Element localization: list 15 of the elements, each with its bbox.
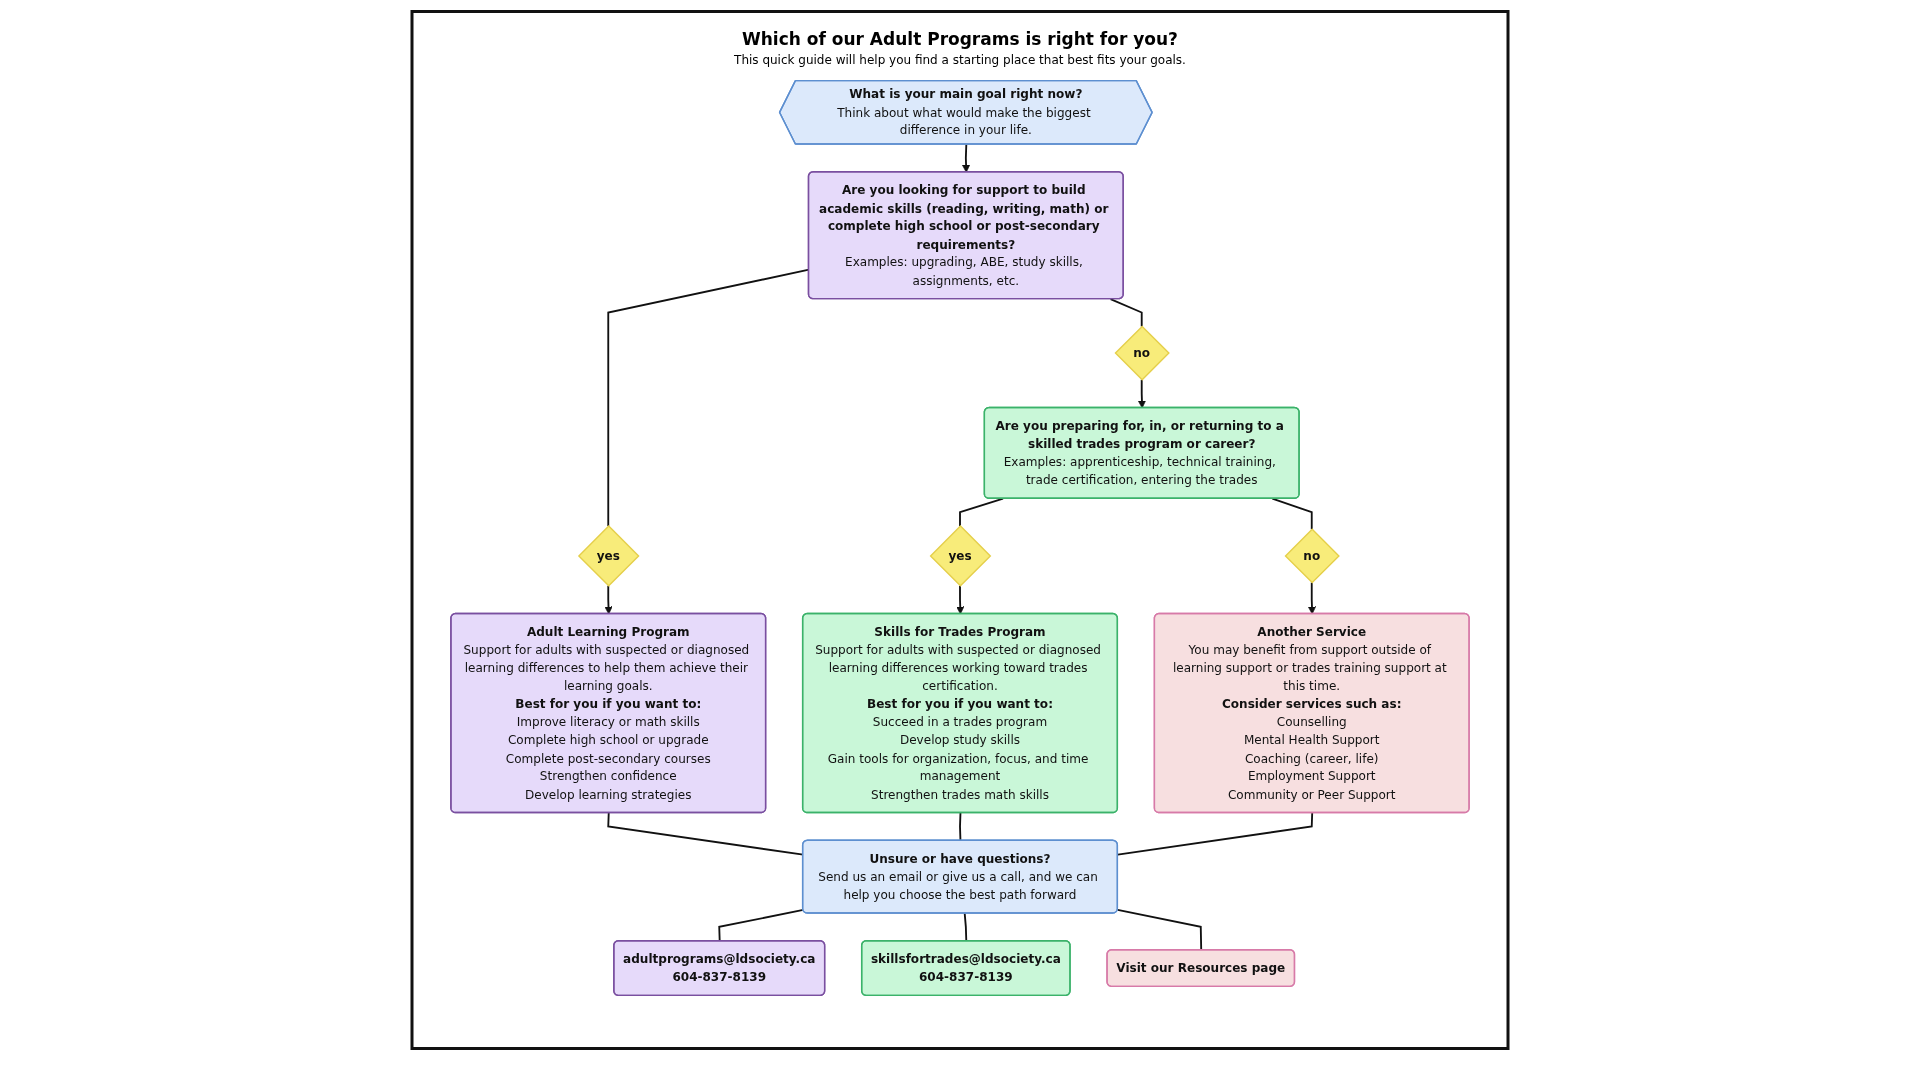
connector — [1109, 298, 1143, 328]
node-diamond: no — [1284, 528, 1340, 584]
node-diamond: yes — [577, 525, 640, 587]
connector — [1271, 497, 1313, 531]
connector — [959, 497, 1004, 527]
subtitle-text: This quick guide will help you find a starting place that best fits your goals. — [734, 53, 1186, 67]
arrow — [604, 584, 613, 615]
arrow — [962, 143, 971, 173]
node-diamond: yes — [929, 525, 992, 587]
connector — [959, 812, 962, 842]
arrow — [1307, 581, 1317, 615]
diagram-title: Which of our Adult Programs is right for you? — [742, 29, 1178, 49]
node-diamond: no — [1114, 325, 1170, 381]
arrow — [1137, 378, 1146, 409]
arrow — [956, 584, 965, 615]
